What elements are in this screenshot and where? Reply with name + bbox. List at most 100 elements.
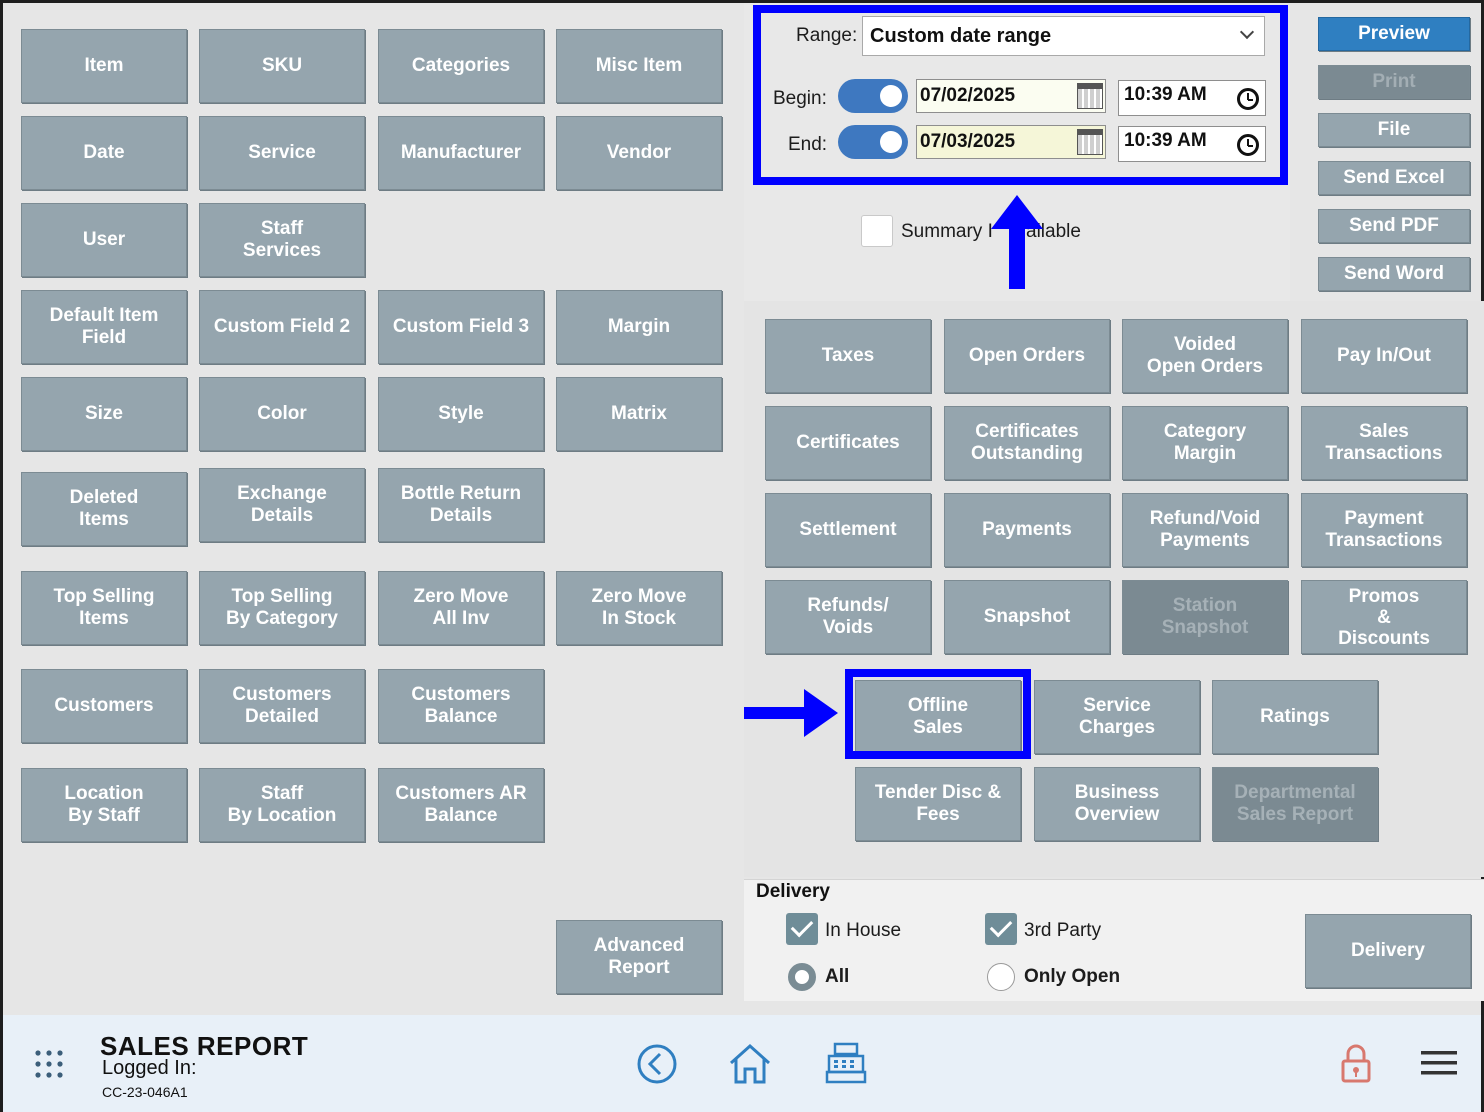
- calendar-icon[interactable]: [1077, 83, 1103, 109]
- all-label: All: [825, 966, 850, 987]
- report-button-margin[interactable]: Margin: [556, 290, 722, 364]
- report-button-settlement[interactable]: Settlement: [765, 493, 931, 567]
- preview-button[interactable]: Preview: [1318, 17, 1470, 51]
- report-button-matrix[interactable]: Matrix: [556, 377, 722, 451]
- end-time-field[interactable]: 10:39 AM: [1118, 126, 1266, 162]
- report-button-exchange-details[interactable]: Exchange Details: [199, 468, 365, 542]
- report-button-voided-open-orders[interactable]: Voided Open Orders: [1122, 319, 1288, 393]
- report-button-taxes[interactable]: Taxes: [765, 319, 931, 393]
- delivery-title: Delivery: [756, 881, 830, 902]
- report-button-refund-void-payments[interactable]: Refund/Void Payments: [1122, 493, 1288, 567]
- report-button-location-by-staff[interactable]: Location By Staff: [21, 768, 187, 842]
- report-button-customers-detailed[interactable]: Customers Detailed: [199, 669, 365, 743]
- clock-icon[interactable]: [1237, 134, 1259, 156]
- report-button-top-selling-by-category[interactable]: Top Selling By Category: [199, 571, 365, 645]
- end-time-value: 10:39 AM: [1124, 130, 1207, 151]
- range-select[interactable]: Custom date range: [862, 16, 1265, 56]
- footer-bar: [3, 1015, 1481, 1112]
- report-button-user[interactable]: User: [21, 203, 187, 277]
- arrow-right-icon: [744, 689, 838, 737]
- begin-date-field[interactable]: 07/02/2025: [916, 79, 1106, 113]
- report-button-customers-balance[interactable]: Customers Balance: [378, 669, 544, 743]
- report-button-certificates-outstanding[interactable]: Certificates Outstanding: [944, 406, 1110, 480]
- grid-menu-icon[interactable]: [34, 1049, 64, 1079]
- report-button-open-orders[interactable]: Open Orders: [944, 319, 1110, 393]
- print-button[interactable]: Print: [1318, 65, 1470, 99]
- report-button-station-snapshot[interactable]: Station Snapshot: [1122, 580, 1288, 654]
- report-button-style[interactable]: Style: [378, 377, 544, 451]
- report-button-customers-ar-balance[interactable]: Customers AR Balance: [378, 768, 544, 842]
- back-icon[interactable]: [636, 1043, 678, 1085]
- report-button-service-charges[interactable]: Service Charges: [1034, 680, 1200, 754]
- report-button-customers[interactable]: Customers: [21, 669, 187, 743]
- report-button-date[interactable]: Date: [21, 116, 187, 190]
- toggle-knob: [880, 85, 902, 107]
- report-button-staff-services[interactable]: Staff Services: [199, 203, 365, 277]
- logged-in-label: Logged In:: [102, 1057, 197, 1079]
- register-icon[interactable]: [825, 1041, 867, 1085]
- begin-time-field[interactable]: 10:39 AM: [1118, 80, 1266, 116]
- only-open-radio[interactable]: [987, 963, 1015, 991]
- send-pdf-button[interactable]: Send PDF: [1318, 209, 1470, 243]
- report-button-top-selling-items[interactable]: Top Selling Items: [21, 571, 187, 645]
- report-button-default-item-field[interactable]: Default Item Field: [21, 290, 187, 364]
- report-button-service[interactable]: Service: [199, 116, 365, 190]
- report-button-promos-discounts[interactable]: Promos & Discounts: [1301, 580, 1467, 654]
- report-button-business-overview[interactable]: Business Overview: [1034, 767, 1200, 841]
- range-label: Range:: [796, 25, 858, 46]
- report-button-payments[interactable]: Payments: [944, 493, 1110, 567]
- summary-label-part-1: Summary I: [901, 221, 993, 242]
- report-button-refunds-voids[interactable]: Refunds/ Voids: [765, 580, 931, 654]
- send-word-button[interactable]: Send Word: [1318, 257, 1470, 291]
- report-button-zero-move-all-inv[interactable]: Zero Move All Inv: [378, 571, 544, 645]
- report-button-pay-in-out[interactable]: Pay In/Out: [1301, 319, 1467, 393]
- report-button-ratings[interactable]: Ratings: [1212, 680, 1378, 754]
- in-house-checkbox[interactable]: [786, 913, 818, 945]
- send-excel-button[interactable]: Send Excel: [1318, 161, 1470, 195]
- report-button-sku[interactable]: SKU: [199, 29, 365, 103]
- only-open-label: Only Open: [1024, 966, 1121, 987]
- summary-checkbox[interactable]: [861, 215, 893, 247]
- calendar-icon[interactable]: [1077, 129, 1103, 155]
- toggle-knob: [880, 131, 902, 153]
- clock-icon[interactable]: [1237, 88, 1259, 110]
- end-toggle[interactable]: [838, 125, 908, 159]
- begin-toggle[interactable]: [838, 79, 908, 113]
- report-button-misc-item[interactable]: Misc Item: [556, 29, 722, 103]
- report-button-bottle-return-details[interactable]: Bottle Return Details: [378, 468, 544, 542]
- file-button[interactable]: File: [1318, 113, 1470, 147]
- begin-date-value: 07/02/2025: [920, 85, 1016, 106]
- report-button-category-margin[interactable]: Category Margin: [1122, 406, 1288, 480]
- third-party-label: 3rd Party: [1024, 920, 1102, 941]
- report-button-payment-transactions[interactable]: Payment Transactions: [1301, 493, 1467, 567]
- delivery-button[interactable]: Delivery: [1305, 914, 1471, 988]
- report-button-snapshot[interactable]: Snapshot: [944, 580, 1110, 654]
- report-button-certificates[interactable]: Certificates: [765, 406, 931, 480]
- report-button-departmental-sales-report[interactable]: Departmental Sales Report: [1212, 767, 1378, 841]
- report-button-advanced-report[interactable]: Advanced Report: [556, 920, 722, 994]
- report-button-size[interactable]: Size: [21, 377, 187, 451]
- report-button-sales-transactions[interactable]: Sales Transactions: [1301, 406, 1467, 480]
- report-button-custom-field-3[interactable]: Custom Field 3: [378, 290, 544, 364]
- report-button-vendor[interactable]: Vendor: [556, 116, 722, 190]
- in-house-label: In House: [825, 920, 902, 941]
- hamburger-icon[interactable]: [1421, 1049, 1457, 1077]
- highlight-box-date-range: [753, 5, 1288, 185]
- lock-icon[interactable]: [1340, 1043, 1372, 1085]
- end-date-field[interactable]: 07/03/2025: [916, 125, 1106, 159]
- report-button-color[interactable]: Color: [199, 377, 365, 451]
- report-button-categories[interactable]: Categories: [378, 29, 544, 103]
- end-label: End:: [788, 134, 828, 155]
- report-button-item[interactable]: Item: [21, 29, 187, 103]
- report-button-custom-field-2[interactable]: Custom Field 2: [199, 290, 365, 364]
- report-button-zero-move-in-stock[interactable]: Zero Move In Stock: [556, 571, 722, 645]
- report-button-staff-by-location[interactable]: Staff By Location: [199, 768, 365, 842]
- report-button-deleted-items[interactable]: Deleted Items: [21, 472, 187, 546]
- all-radio[interactable]: [788, 963, 816, 991]
- report-button-tender-disc-fees[interactable]: Tender Disc & Fees: [855, 767, 1021, 841]
- third-party-checkbox[interactable]: [985, 913, 1017, 945]
- home-icon[interactable]: [727, 1041, 773, 1087]
- begin-label: Begin:: [773, 88, 827, 109]
- report-button-manufacturer[interactable]: Manufacturer: [378, 116, 544, 190]
- range-select-value: Custom date range: [870, 25, 1052, 47]
